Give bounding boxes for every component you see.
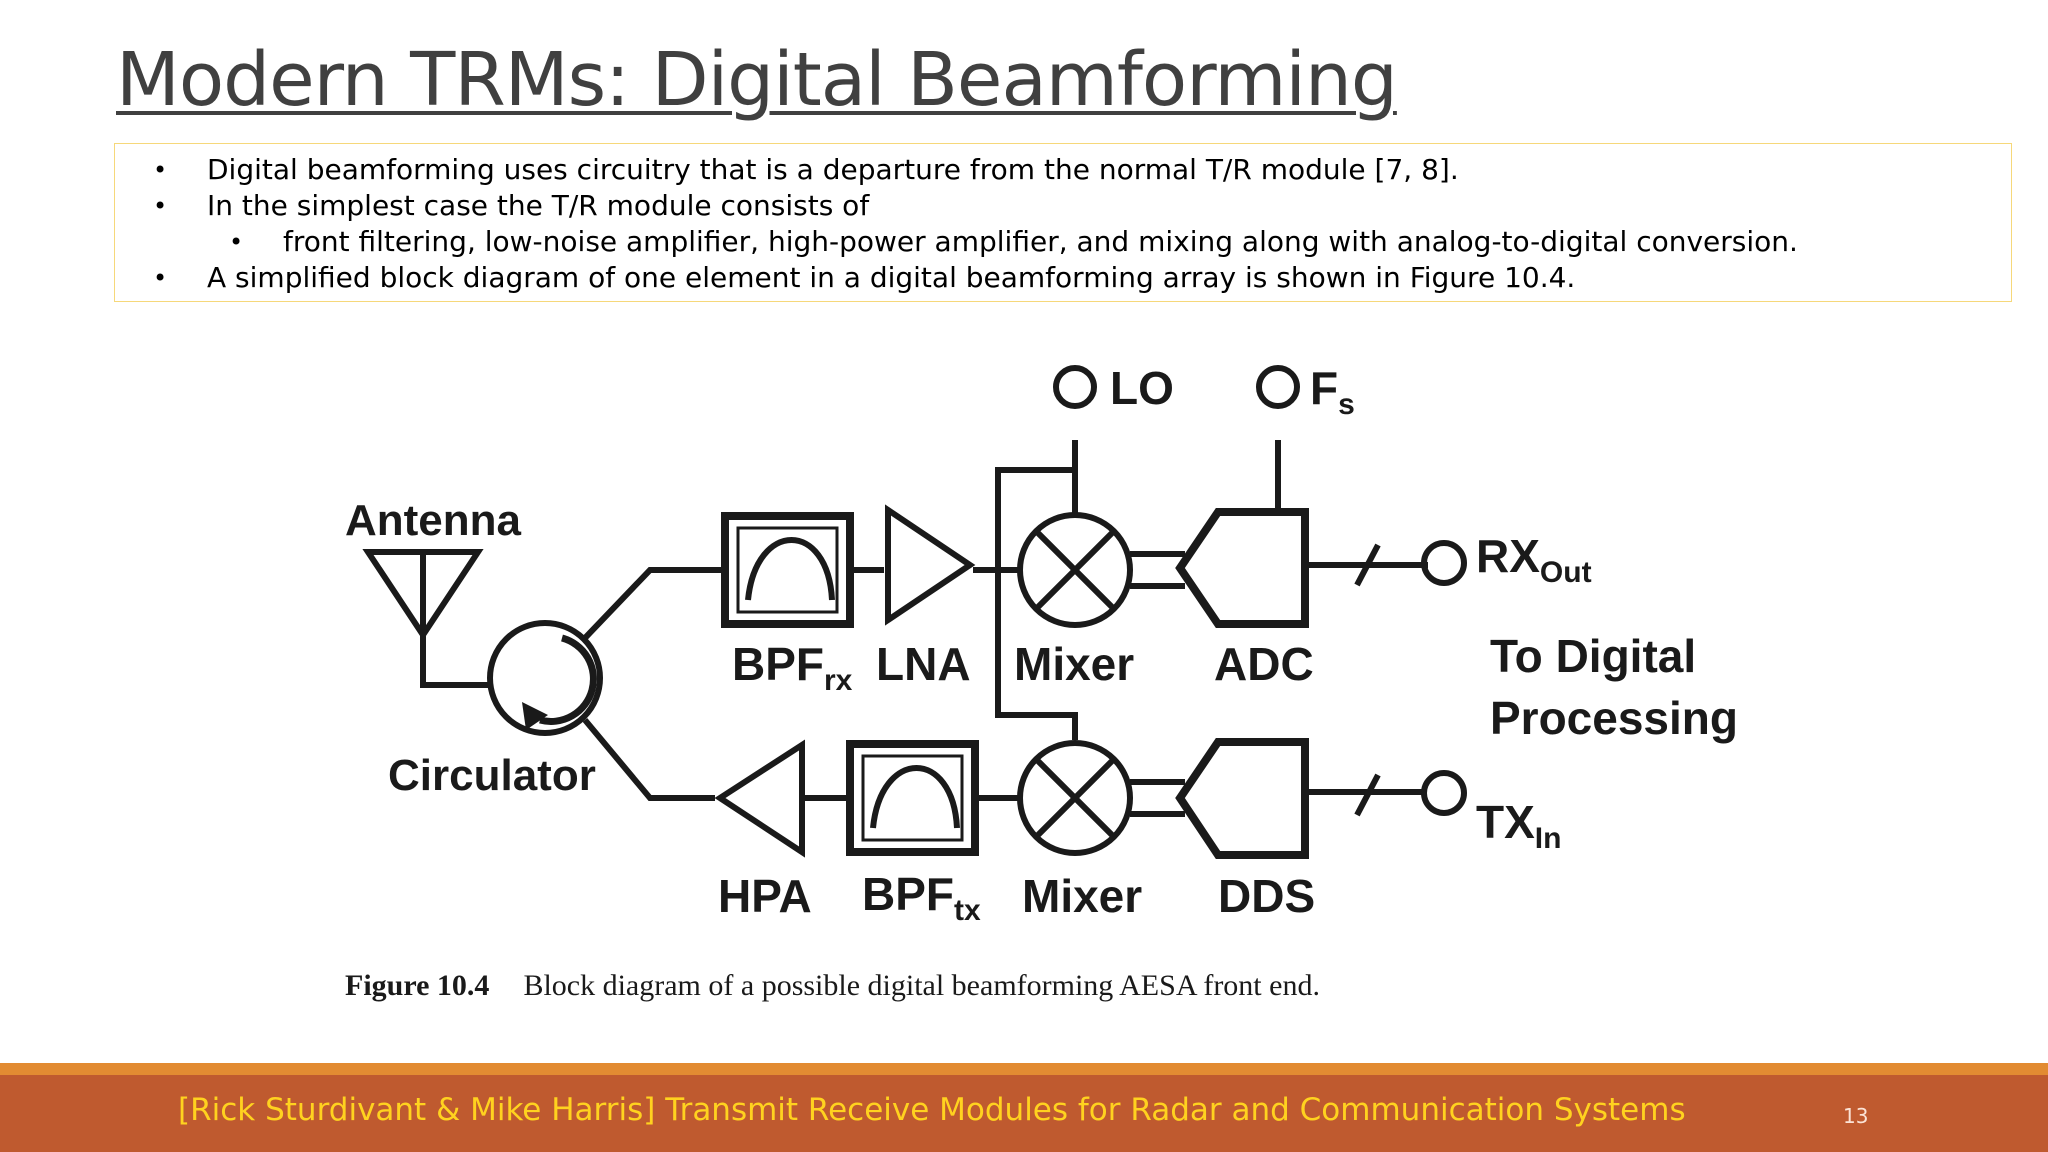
lo-branch-wires: [995, 467, 1078, 740]
label-circulator: Circulator: [388, 751, 596, 800]
mixer-rx-symbol: [1017, 512, 1133, 628]
slide-title: Modern TRMs: Digital Beamforming: [116, 37, 1398, 123]
label-fs-sub: s: [1338, 388, 1355, 421]
bullet-item: • In the simplest case the T/R module con…: [115, 188, 2011, 224]
bullet-list: • Digital beamforming uses circuitry that…: [115, 144, 2011, 296]
figure-caption: Figure 10.4 Block diagram of a possible d…: [345, 969, 1320, 1002]
label-antenna: Antenna: [345, 496, 522, 545]
label-tx-sub: In: [1535, 822, 1562, 855]
bullet-dot: •: [153, 264, 168, 292]
fs-port-icon: [1256, 365, 1300, 409]
rx-out-port-icon: [1421, 540, 1467, 586]
figure-caption-label: Figure 10.4: [345, 969, 489, 1002]
label-mixer-rx: Mixer: [1014, 638, 1134, 690]
lna-symbol: [885, 504, 976, 626]
dds-symbol: [1175, 738, 1309, 859]
label-mixer-tx: Mixer: [1022, 870, 1142, 922]
tx-in-port-icon: [1421, 770, 1467, 816]
label-hpa: HPA: [718, 870, 812, 922]
label-bpf-rx-main: BPF: [732, 638, 824, 690]
page-number: 13: [1843, 1104, 1869, 1128]
bullet-item: • Digital beamforming uses circuitry that…: [115, 152, 2011, 188]
label-bpf-rx: BPFrx: [732, 638, 853, 697]
tx-path-wires: [582, 718, 1424, 817]
adc-symbol: [1175, 508, 1309, 628]
bullet-text: front filtering, low-noise amplifier, hi…: [283, 225, 1798, 258]
bullet-dot: •: [153, 156, 168, 184]
label-rx-sub: Out: [1540, 556, 1592, 589]
label-lna: LNA: [876, 638, 971, 690]
bpf-tx-block: [846, 740, 979, 856]
label-rx-out: RXOut: [1476, 530, 1592, 589]
bullet-dot: •: [153, 192, 168, 220]
footer-bar: [0, 1063, 2048, 1152]
bullet-text: In the simplest case the T/R module cons…: [207, 189, 870, 222]
bullet-dot: •: [229, 228, 244, 256]
lo-port-icon: [1053, 365, 1097, 409]
label-processing: Processing: [1490, 692, 1738, 744]
label-tx-in: TXIn: [1476, 796, 1561, 855]
mixer-tx-symbol: [1017, 740, 1133, 856]
label-bpf-rx-sub: rx: [824, 664, 853, 697]
label-bpf-tx-sub: tx: [954, 894, 981, 927]
label-to-digital: To Digital: [1490, 630, 1696, 682]
label-lo: LO: [1110, 362, 1174, 414]
bpf-rx-block: [721, 512, 854, 628]
bullet-text: Digital beamforming uses circuitry that …: [207, 153, 1459, 186]
circulator-symbol: [487, 620, 603, 736]
block-diagram: LO Fs Antenna Circulator BPFrx LNA Mixer…: [345, 362, 1738, 1002]
footer-citation: [Rick Sturdivant & Mike Harris] Transmit…: [178, 1092, 1686, 1128]
label-dds: DDS: [1218, 870, 1315, 922]
label-tx-main: TX: [1476, 796, 1535, 848]
antenna-symbol: [362, 549, 490, 688]
label-bpf-tx-main: BPF: [862, 868, 954, 920]
bullet-item: • A simplified block diagram of one eleme…: [115, 260, 2011, 296]
label-fs: Fs: [1310, 362, 1355, 421]
label-bpf-tx: BPFtx: [862, 868, 981, 927]
hpa-symbol: [714, 739, 805, 858]
figure-caption-text: Block diagram of a possible digital beam…: [523, 969, 1320, 1002]
bullet-box: • Digital beamforming uses circuitry that…: [114, 143, 2012, 302]
label-rx-main: RX: [1476, 530, 1540, 582]
bullet-text: A simplified block diagram of one elemen…: [207, 261, 1576, 294]
label-adc: ADC: [1214, 638, 1314, 690]
label-fs-main: F: [1310, 362, 1338, 414]
sub-bullet-item: • front filtering, low-noise amplifier, h…: [115, 224, 2011, 260]
